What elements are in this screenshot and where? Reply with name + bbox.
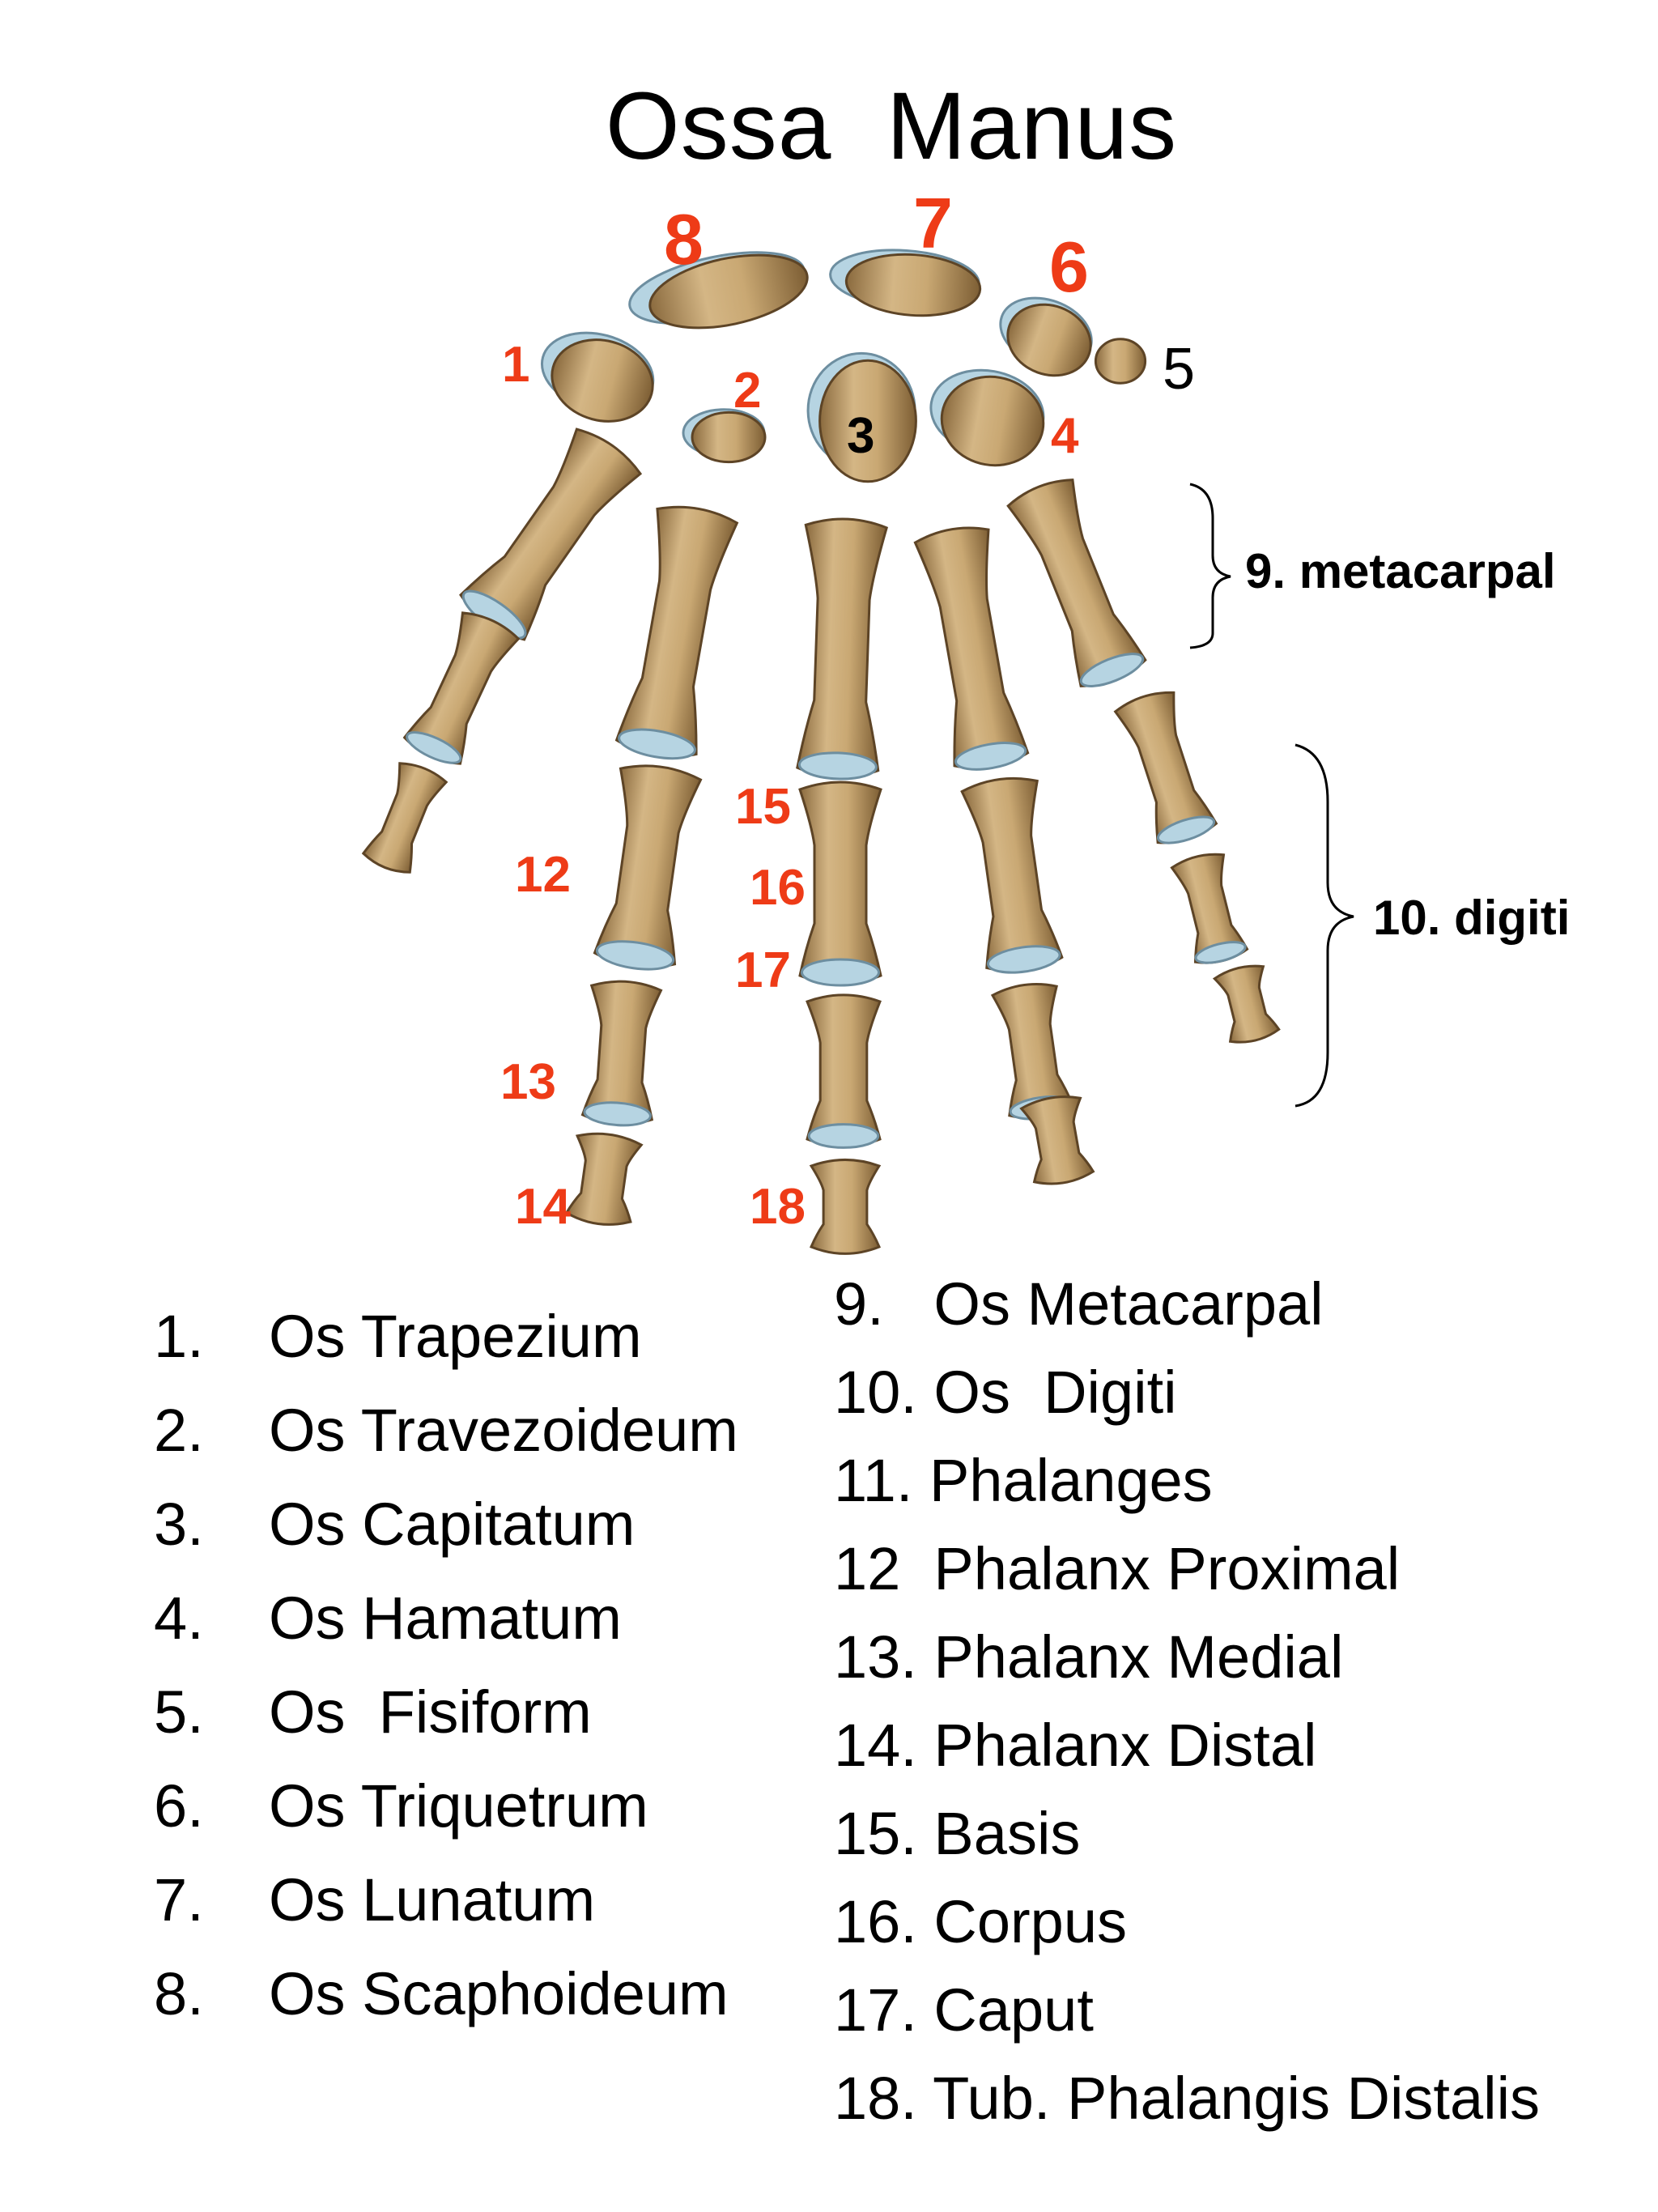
phalanx-distal-ring [1019, 1095, 1095, 1185]
label-4: 4 [1051, 408, 1079, 464]
legend-right-item: 11. Phalanges [834, 1447, 1213, 1514]
phalanx-proximal-middle [798, 781, 882, 987]
legend-right-item: 14. Phalanx Distal [834, 1712, 1317, 1779]
legend-right-item: 18. Tub. Phalangis Distalis [834, 2065, 1541, 2132]
scaphoid-bone [628, 251, 809, 330]
phalanx-medial-index [580, 980, 663, 1127]
metacarpal-ring [913, 526, 1030, 771]
label-16: 16 [750, 860, 806, 916]
phalanx-distal-little [1212, 964, 1281, 1044]
label-18: 18 [750, 1179, 806, 1235]
trapezium-bone [540, 331, 655, 423]
label-14: 14 [515, 1179, 571, 1235]
label-15: 15 [735, 779, 791, 835]
legend-item-text: Os Triquetrum [269, 1772, 648, 1840]
group-label-metacarpal: 9. metacarpal [1245, 544, 1556, 598]
legend-right-item: 17. Caput [834, 1976, 1094, 2044]
label-7: 7 [913, 183, 953, 263]
legend-item-number: 2. [154, 1397, 204, 1464]
label-17: 17 [735, 942, 791, 998]
legend-right-item: 10. Os Digiti [834, 1359, 1177, 1426]
label-8: 8 [664, 199, 704, 279]
legend-item-number: 6. [154, 1772, 204, 1840]
label-2: 2 [733, 363, 762, 419]
label-12: 12 [515, 847, 571, 903]
phalanx-proximal-index [593, 764, 703, 971]
phalanx-proximal-ring [960, 776, 1064, 974]
metacarpal-middle [796, 517, 889, 781]
legend-item-number: 5. [154, 1678, 204, 1746]
legend-item-text: Os Fisiform [269, 1678, 592, 1746]
legend-item-text: Os Travezoideum [269, 1397, 738, 1464]
legend-item-text: Os Lunatum [269, 1866, 596, 1933]
legend-item-text: Os Scaphoideum [269, 1960, 729, 2027]
metacarpal-thumb [459, 428, 643, 641]
legend-item-text: Os Trapezium [269, 1303, 642, 1370]
legend-item-number: 8. [154, 1960, 204, 2027]
legend-item-text: Os Hamatum [269, 1585, 622, 1652]
legend-right-item: 15. Basis [834, 1800, 1081, 1867]
legend-item-number: 7. [154, 1866, 204, 1933]
hamate-bone [929, 368, 1045, 467]
diagram-title: Ossa Manus [605, 73, 1178, 180]
label-13: 13 [500, 1054, 556, 1110]
legend-right-item: 16. Corpus [834, 1888, 1127, 1955]
phalanx-medial-little [1170, 853, 1249, 964]
label-6: 6 [1049, 227, 1089, 307]
trapezoid-bone [682, 408, 767, 464]
label-3: 3 [847, 408, 875, 464]
phalanx-medial-middle [806, 993, 882, 1149]
capitate-bone [806, 351, 917, 483]
phalanx-proximal-little [1113, 691, 1218, 844]
hand-bones-illustration [361, 249, 1354, 1255]
metacarpal-little [1006, 479, 1147, 687]
pisiform-bone [1094, 338, 1147, 385]
legend-item-number: 4. [154, 1585, 204, 1652]
lunate-bone [829, 249, 982, 317]
legend-item-number: 1. [154, 1303, 204, 1370]
legend-right-item: 9. Os Metacarpal [834, 1270, 1324, 1338]
label-1: 1 [502, 337, 530, 393]
phalanx-distal-index [564, 1132, 644, 1226]
legend-right-item: 12 Phalanx Proximal [834, 1535, 1401, 1602]
metacarpal-index [614, 505, 739, 760]
legend-item-number: 3. [154, 1491, 204, 1558]
phalanx-distal-middle [809, 1158, 882, 1255]
legend-item-text: Os Capitatum [269, 1491, 636, 1558]
phalanx-distal-thumb [361, 762, 449, 874]
phalanx-proximal-thumb [402, 611, 521, 765]
digiti-brace [1295, 743, 1354, 1108]
group-label-digiti: 10. digiti [1373, 891, 1571, 945]
metacarpal-brace [1189, 483, 1231, 649]
triquetrum-bone [999, 296, 1093, 377]
label-5: 5 [1163, 337, 1196, 402]
legend-right-item: 13. Phalanx Medial [834, 1623, 1344, 1691]
